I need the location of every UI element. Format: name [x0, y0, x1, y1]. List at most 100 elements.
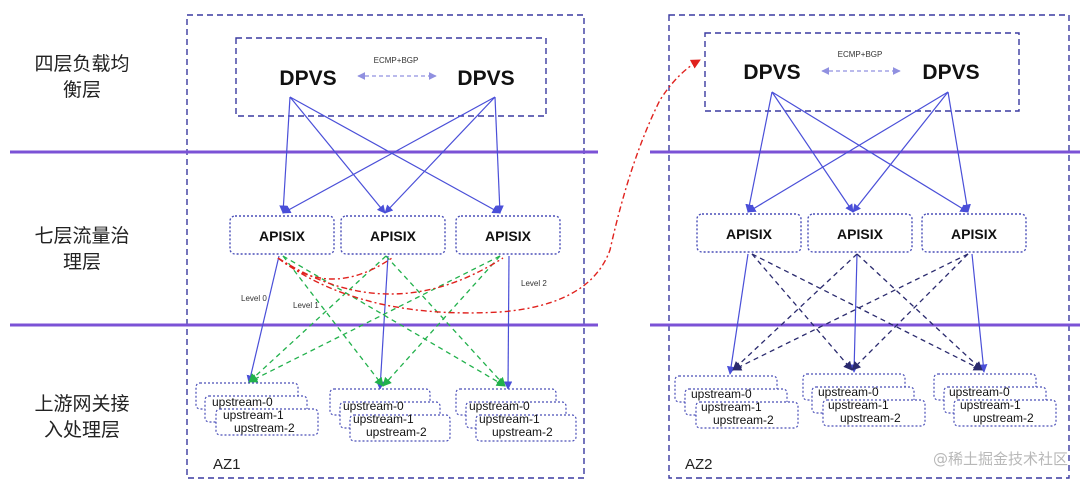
az1-label: AZ1 — [213, 456, 241, 473]
az2-apisix-2: APISIX — [921, 213, 1027, 253]
svg-text:七层流量治: 七层流量治 — [34, 225, 129, 247]
az1-green-a1-u2 — [385, 255, 506, 387]
az1-green-a2-u1 — [382, 255, 501, 387]
az1-dpvs-to-apisix-arrows — [279, 96, 504, 214]
az2-upstream-stack-1: upstream-0 upstream-1 upstream-2 — [802, 373, 926, 427]
az1-dpvs-left: DPVS — [279, 67, 336, 90]
az1-red-arc-a0-a2 — [277, 257, 504, 295]
svg-text:上游网关接: 上游网关接 — [34, 393, 129, 415]
az2-u0-label-1: upstream-1 — [701, 400, 762, 414]
az2-navy-a2-u0 — [732, 253, 969, 371]
az1-u2-label-2: upstream-2 — [492, 425, 553, 439]
az2-arrow-dl-a0 — [745, 91, 773, 213]
az2-apisix-1-label: APISIX — [837, 226, 884, 242]
az2-arrow-dr-a2 — [947, 91, 971, 213]
az1-green-a1-u0 — [248, 255, 387, 383]
az1-apisix-0: APISIX — [229, 215, 335, 255]
az2-apisix-1: APISIX — [807, 213, 913, 253]
az2-dpvs-right: DPVS — [922, 61, 979, 84]
az1-apisix-1-label: APISIX — [370, 228, 417, 244]
az1-u2-label-0: upstream-0 — [469, 399, 530, 413]
az1-arrow-dl-a0 — [279, 96, 291, 214]
az2-dpvs-left: DPVS — [743, 61, 800, 84]
az1-level-2-label: Level 2 — [521, 279, 547, 288]
layer-separators — [10, 150, 1080, 327]
az2-u2-label-1: upstream-1 — [960, 398, 1021, 412]
az2-arrow-a2-u2 — [971, 253, 988, 373]
az2-navy-a1-u2 — [856, 253, 983, 371]
az1-apisix-1: APISIX — [340, 215, 446, 255]
az2-dpvs-to-apisix-arrows — [745, 91, 971, 213]
layer-label-upstream: 上游网关接 入处理层 — [34, 393, 129, 441]
az1-apisix-2: APISIX — [455, 215, 561, 255]
az1-arrow-a0-u0 — [246, 255, 280, 384]
az1-apisix-to-upstream-solid — [246, 255, 513, 390]
az1-green-a0-u2 — [282, 255, 506, 387]
svg-text:入处理层: 入处理层 — [44, 419, 120, 441]
az1-upstream-stack-2: upstream-0 upstream-1 upstream-2 — [455, 388, 577, 442]
az1-arrow-dr-a2 — [494, 96, 504, 214]
az1-upstream-stack-1: upstream-0 upstream-1 upstream-2 — [329, 388, 451, 442]
az1-green-a0-u1 — [282, 255, 384, 387]
az2-navy-a0-u2 — [751, 253, 983, 371]
cross-az-failover-arrow — [277, 59, 701, 314]
az1-u0-label-2: upstream-2 — [234, 421, 295, 435]
az1-dpvs-box — [235, 37, 547, 117]
az1-arrow-dr-a1 — [384, 96, 496, 214]
az1-level-0-label: Level 0 — [241, 294, 267, 303]
az2-apisix-2-label: APISIX — [951, 226, 998, 242]
az2-arrow-dr-a1 — [852, 91, 949, 213]
az1-ecmp-label: ECMP+BGP — [374, 56, 419, 65]
az1-arrow-a1-u1 — [376, 255, 389, 390]
az2-u1-label-1: upstream-1 — [828, 398, 889, 412]
az1-apisix-to-upstream-dashed — [248, 255, 506, 387]
az2-u1-label-0: upstream-0 — [818, 385, 879, 399]
az2-arrow-a0-u0 — [726, 253, 749, 375]
az1-arrow-a2-u2 — [503, 255, 513, 390]
az1-green-a2-u0 — [248, 255, 501, 383]
az2-navy-a1-u0 — [732, 253, 858, 371]
az1-level-1-label: Level 1 — [293, 301, 319, 310]
az2-apisix-0: APISIX — [696, 213, 802, 253]
az1-apisix-0-label: APISIX — [259, 228, 306, 244]
svg-text:衡层: 衡层 — [63, 79, 101, 101]
az2-u0-label-0: upstream-0 — [691, 387, 752, 401]
az2-u1-label-2: upstream-2 — [840, 411, 901, 425]
az1-dpvs-right: DPVS — [457, 67, 514, 90]
az1-upstream-stack-0: upstream-0 upstream-1 upstream-2 — [195, 382, 319, 436]
az1-arrow-dl-a2 — [289, 96, 501, 214]
az2-navy-a2-u1 — [851, 253, 969, 371]
az2-dpvs-box — [704, 32, 1020, 112]
az1-level-arcs — [277, 257, 504, 295]
az2-apisix-0-label: APISIX — [726, 226, 773, 242]
svg-text:四层负载均: 四层负载均 — [34, 53, 129, 75]
az2-u2-label-2: upstream-2 — [973, 411, 1034, 425]
az2-upstream-stack-0: upstream-0 upstream-1 upstream-2 — [674, 375, 799, 429]
az1-u1-label-0: upstream-0 — [343, 399, 404, 413]
az1-u0-label-1: upstream-1 — [223, 408, 284, 422]
svg-text:理层: 理层 — [63, 251, 101, 273]
az2-arrow-dl-a1 — [771, 91, 854, 213]
az1-arrow-dl-a1 — [289, 96, 386, 214]
watermark: @稀土掘金技术社区 — [933, 450, 1068, 468]
az1-u2-label-1: upstream-1 — [479, 412, 540, 426]
az2-apisix-to-upstream-dashed — [732, 253, 983, 371]
az1-apisix-2-label: APISIX — [485, 228, 532, 244]
az2-ecmp-label: ECMP+BGP — [838, 50, 883, 59]
layer-label-l4: 四层负载均 衡层 — [34, 53, 129, 101]
az2-arrow-dr-a0 — [747, 91, 949, 213]
az2-apisix-to-upstream-solid — [726, 253, 988, 375]
az2-navy-a0-u1 — [751, 253, 853, 371]
az2-arrow-dl-a2 — [771, 91, 969, 213]
az2-u2-label-0: upstream-0 — [949, 385, 1010, 399]
az1-u0-label-0: upstream-0 — [212, 395, 273, 409]
az1-red-arc-a0-a1 — [277, 257, 393, 280]
az2-upstream-stack-2: upstream-0 upstream-1 upstream-2 — [933, 373, 1057, 427]
layer-label-l7: 七层流量治 理层 — [34, 225, 129, 273]
az2-container — [668, 14, 1070, 479]
az2-arrow-a1-u1 — [849, 253, 859, 373]
az1-u1-label-2: upstream-2 — [366, 425, 427, 439]
az2-u0-label-2: upstream-2 — [713, 413, 774, 427]
az1-u1-label-1: upstream-1 — [353, 412, 414, 426]
